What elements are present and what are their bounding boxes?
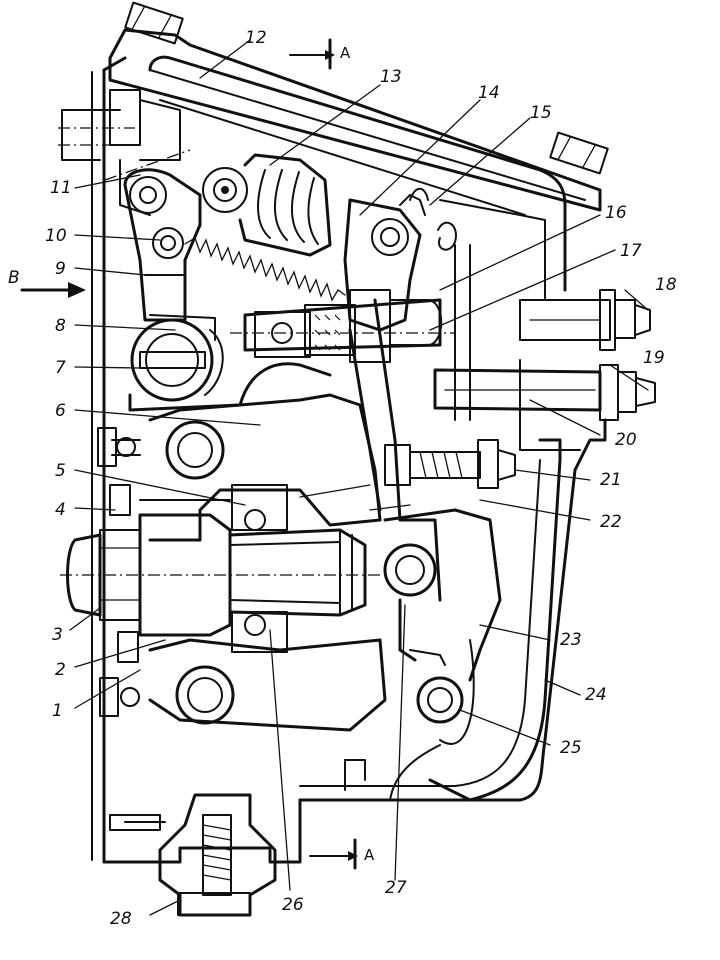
callout-10: 10 (45, 226, 67, 246)
section-mark-a-bottom (309, 838, 358, 870)
lever-14 (343, 187, 546, 421)
control-rod-8 (230, 289, 455, 363)
bolt-18 (519, 289, 651, 351)
callout-12: 12 (245, 28, 267, 48)
view-label-b: B (8, 268, 20, 288)
section-mark-a-top (289, 38, 335, 70)
shaft-assembly (60, 484, 390, 663)
upper-left-bracket (58, 89, 191, 216)
view-arrow-b (20, 282, 86, 298)
callout-3: 3 (52, 625, 63, 645)
callout-25: 25 (560, 738, 582, 758)
callout-24: 24 (585, 685, 607, 705)
callout-1: 1 (52, 701, 63, 721)
callout-15: 15 (530, 103, 552, 123)
callout-labels: 1 2 3 4 5 6 7 8 9 10 11 12 13 14 15 16 1… (8, 28, 677, 929)
body-6 (97, 393, 382, 542)
callout-9: 9 (55, 259, 66, 279)
housing (91, 56, 607, 864)
callout-27: 27 (385, 878, 407, 898)
cover-plate-12 (108, 1, 609, 292)
bolt-21 (384, 439, 516, 489)
callout-16: 16 (605, 203, 627, 223)
callout-6: 6 (55, 401, 66, 421)
callout-22: 22 (600, 512, 622, 532)
callout-13: 13 (380, 67, 402, 87)
spring-13 (202, 153, 332, 257)
plug-28 (158, 793, 277, 917)
callout-8: 8 (55, 316, 66, 336)
callout-4: 4 (55, 500, 66, 520)
callout-2: 2 (55, 660, 66, 680)
callout-17: 17 (620, 241, 642, 261)
callout-28: 28 (110, 909, 132, 929)
callout-11: 11 (50, 178, 72, 198)
callout-7: 7 (55, 358, 66, 378)
tension-spring-10 (184, 237, 346, 302)
callout-14: 14 (478, 83, 500, 103)
section-label-a-bottom: A (364, 846, 375, 864)
callout-18: 18 (655, 275, 677, 295)
callout-20: 20 (615, 430, 637, 450)
callout-23: 23 (560, 630, 582, 650)
lever-23 (344, 298, 502, 791)
lever-9-11 (123, 168, 202, 322)
leader-lines (69, 39, 649, 916)
callout-21: 21 (600, 470, 622, 490)
section-label-a-top: A (340, 44, 351, 62)
callout-19: 19 (643, 348, 665, 368)
bolt-19-20 (433, 359, 656, 451)
callout-26: 26 (282, 895, 304, 915)
lower-boss (99, 638, 387, 831)
callout-5: 5 (55, 461, 66, 481)
tube-24 (298, 438, 562, 802)
